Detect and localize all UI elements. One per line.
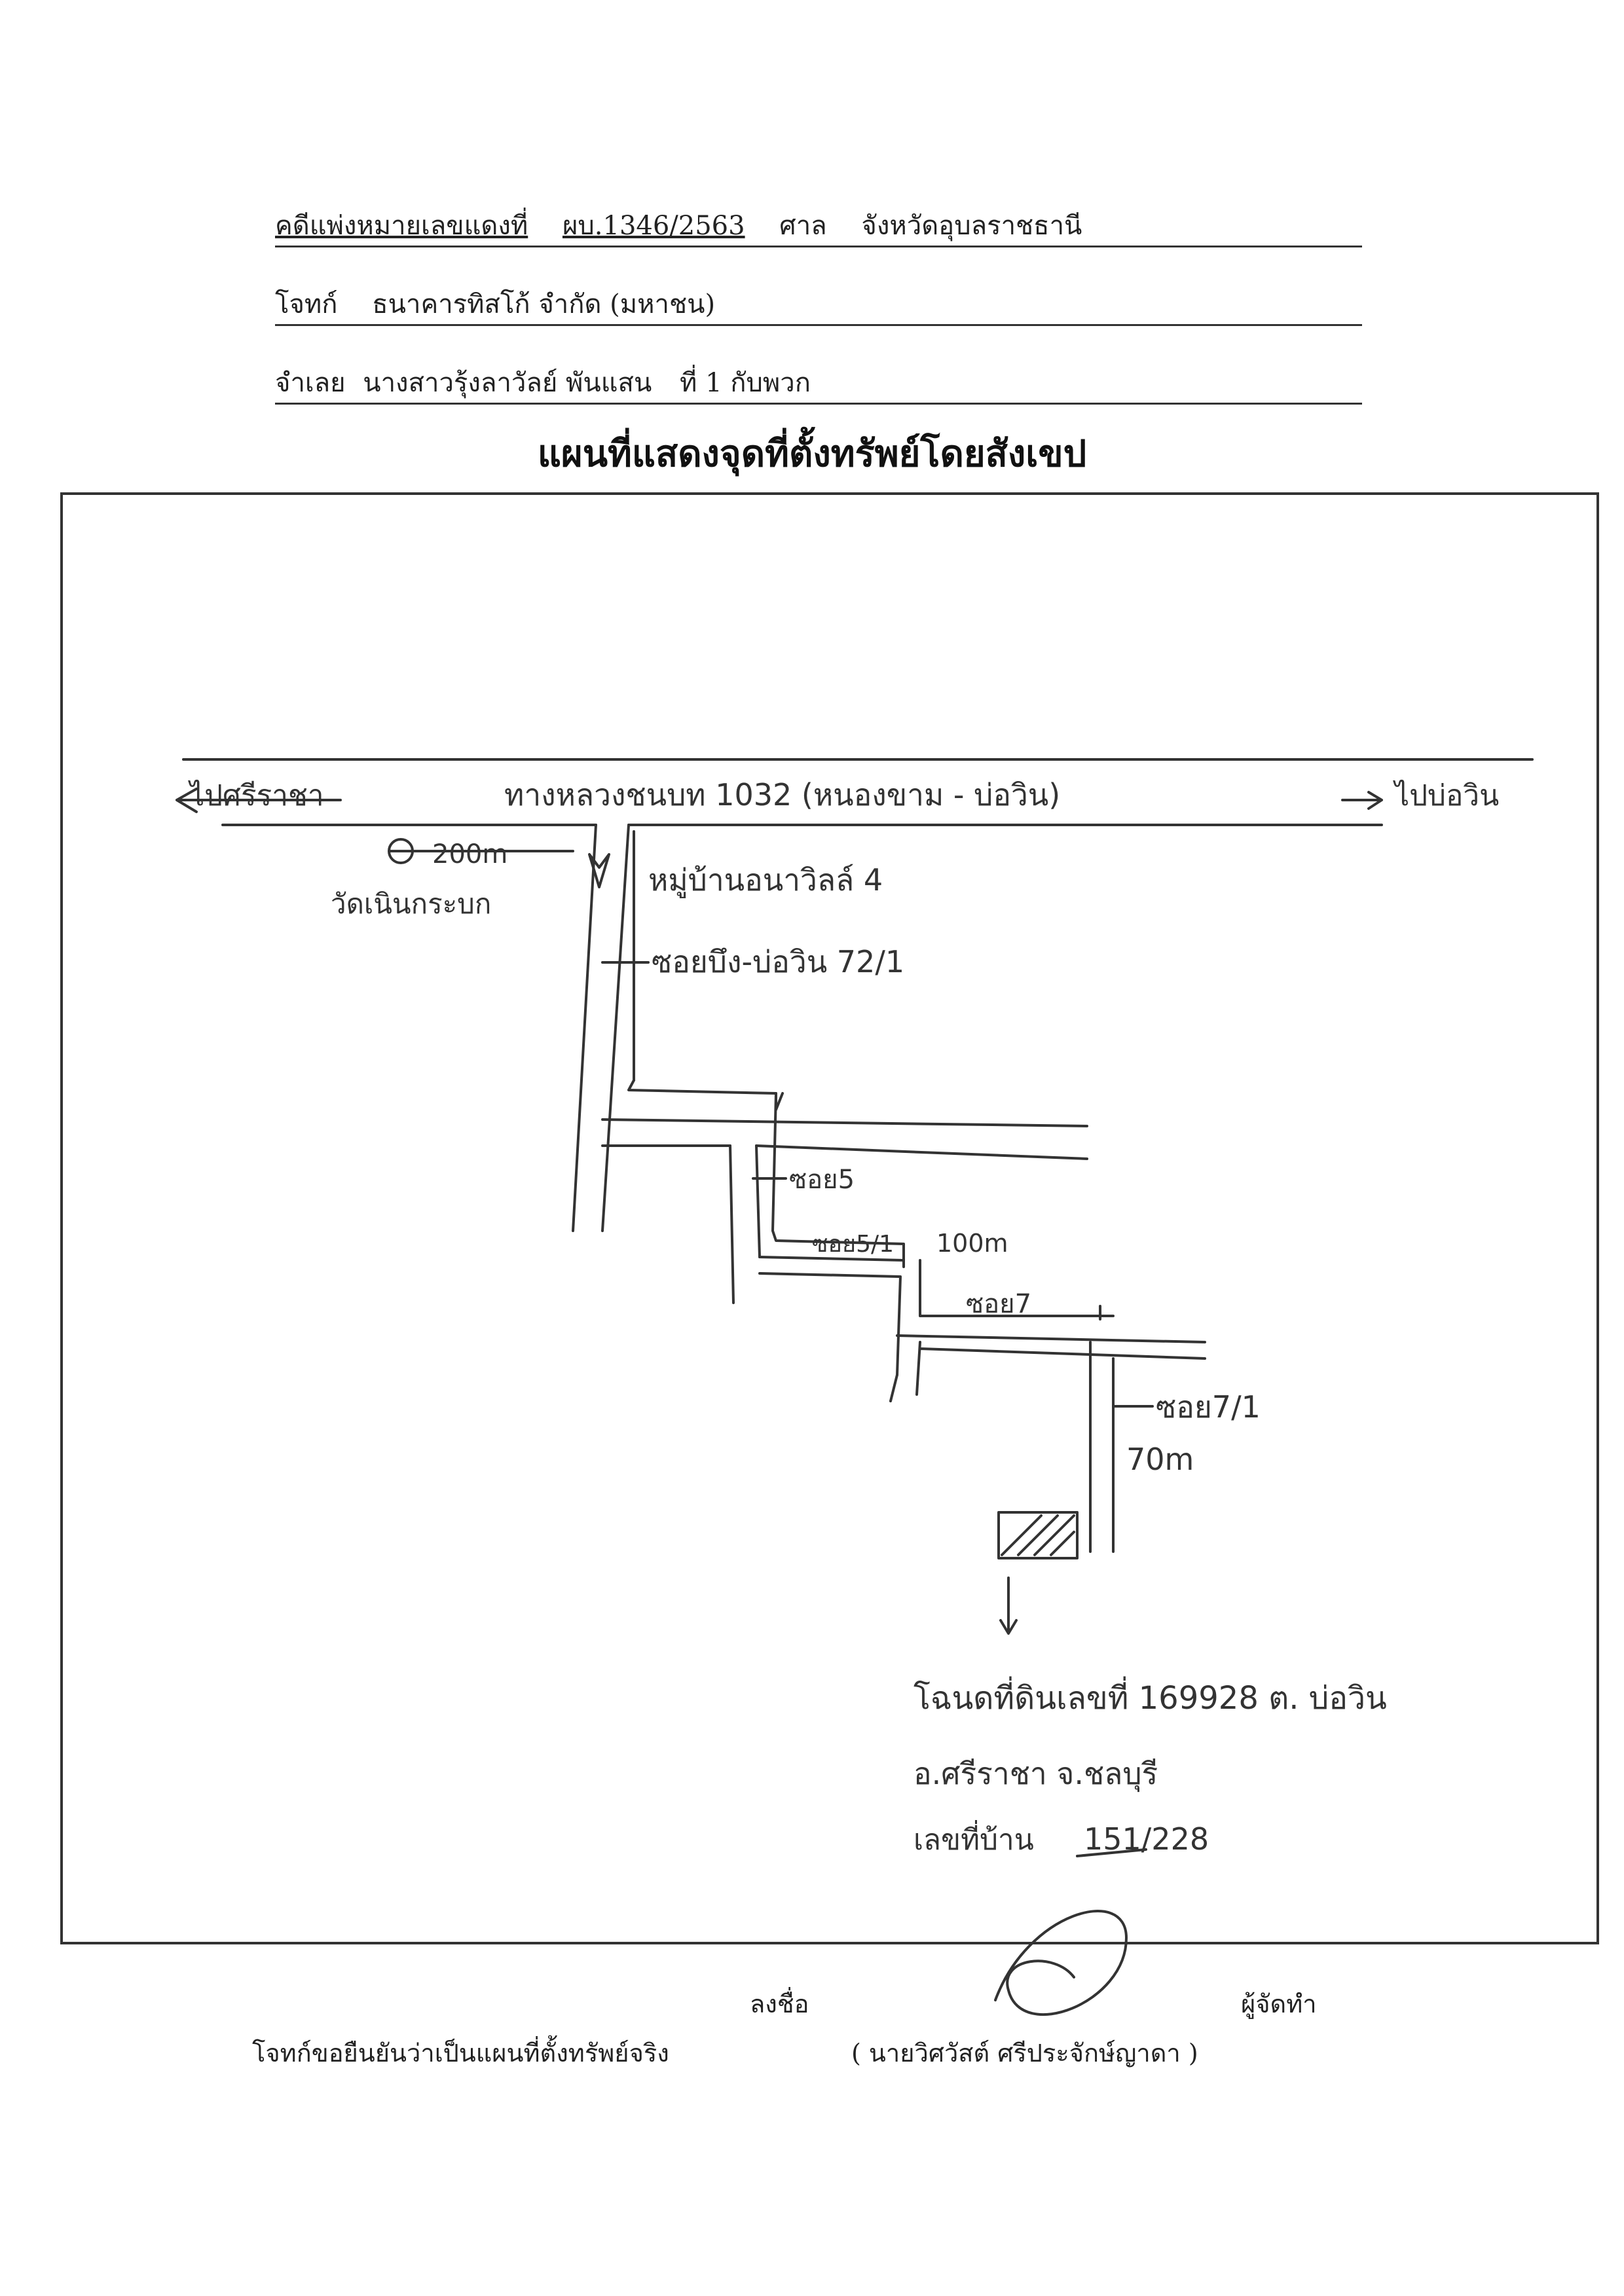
main-soi-left-edge — [572, 824, 597, 1232]
plaintiff-line: โจทก์ ธนาคารทิสโก้ จำกัด (มหาชน) — [275, 285, 1362, 326]
soi-5-1-edges — [758, 1256, 1115, 1376]
label-house: เลขที่บ้าน — [913, 1819, 1034, 1857]
label-deed: โฉนดที่ดินเลขที่ 169928 ต. บ่อวิน — [913, 1676, 1387, 1717]
defendant-suffix: ที่ 1 กับพวก — [680, 368, 811, 398]
case-number: ผบ.1346/2563 — [562, 211, 745, 241]
label-70m: 70m — [1126, 1442, 1194, 1477]
label-village: หมู่บ้านอนาวิลล์ 4 — [648, 862, 883, 898]
main-soi-right-edge — [601, 824, 630, 1232]
court-name: จังหวัดอุบลราชธานี — [861, 211, 1082, 241]
label-soi-7: ซอย7 — [966, 1289, 1031, 1319]
label-soi-7-1: ซอย7/1 — [1156, 1389, 1261, 1425]
case-number-line: คดีแพ่งหมายเลขแดงที่ ผบ.1346/2563 ศาล จั… — [275, 206, 1362, 247]
signer-name: ( นายวิศวัสต์ ศรีประจักษ์ญาดา ) — [851, 2039, 1198, 2068]
label-to-left: ไปศรีราชา — [188, 779, 324, 812]
soi-7-edges — [889, 1334, 1206, 1402]
land-parcel-hatch — [1001, 1514, 1075, 1556]
label-soi-5: ซอย5 — [789, 1165, 855, 1195]
signature — [994, 1910, 1128, 2016]
preparer-label: ผู้จัดทำ — [1241, 1990, 1317, 2018]
plaintiff-label: โจทก์ — [275, 289, 338, 319]
land-parcel — [997, 1511, 1079, 1559]
case-label: คดีแพ่งหมายเลขแดงที่ — [275, 211, 528, 241]
label-soi-main: ซอยบึง-บ่อวิน 72/1 — [652, 944, 904, 979]
label-100m: 100m — [936, 1229, 1008, 1258]
parcel-down-arrow — [999, 1576, 1018, 1635]
sign-label: ลงชื่อ — [750, 1990, 809, 2018]
house-number-underline — [1076, 1848, 1147, 1857]
label-soi-5-1: ซอย5/1 — [812, 1231, 894, 1258]
route-line — [633, 830, 905, 1268]
map-title: แผนที่แสดงจุดที่ตั้งทรัพย์โดยสังเขป — [537, 432, 1087, 475]
plaintiff-name: ธนาคารทิสโก้ จำกัด (มหาชน) — [372, 289, 716, 319]
label-main-road: ทางหลวงชนบท 1032 (หนองขาม - บ่อวิน) — [504, 777, 1060, 812]
label-district: อ.ศรีราชา จ.ชลบุรี — [913, 1756, 1158, 1793]
temple-marker — [388, 838, 414, 864]
label-200m: 200m — [432, 839, 507, 869]
branch-road-edges — [601, 1118, 1088, 1160]
label-temple: วัดเนินกระบก — [331, 888, 491, 920]
left-arrow — [175, 788, 342, 813]
right-arrow — [1341, 791, 1383, 810]
defendant-line: จำเลย นางสาวรุ้งลาวัลย์ พันแสน ที่ 1 กับ… — [275, 363, 1362, 405]
court-label: ศาล — [779, 211, 827, 241]
map-frame — [60, 492, 1599, 1944]
soi-7-1-edges — [1089, 1341, 1115, 1553]
soi-5-edges — [729, 1144, 761, 1304]
defendant-label: จำเลย — [275, 368, 346, 398]
label-to-right: ไปบ่อวิน — [1393, 779, 1499, 812]
branch-road-top — [627, 1079, 784, 1111]
village-marker — [588, 853, 610, 888]
defendant-name: นางสาวรุ้งลาวัลย์ พันแสน — [363, 368, 652, 398]
confirmation-text: โจทก์ขอยืนยันว่าเป็นแผนที่ตั้งทรัพย์จริง — [252, 2039, 669, 2068]
label-house-number: 151/228 — [1084, 1821, 1209, 1857]
